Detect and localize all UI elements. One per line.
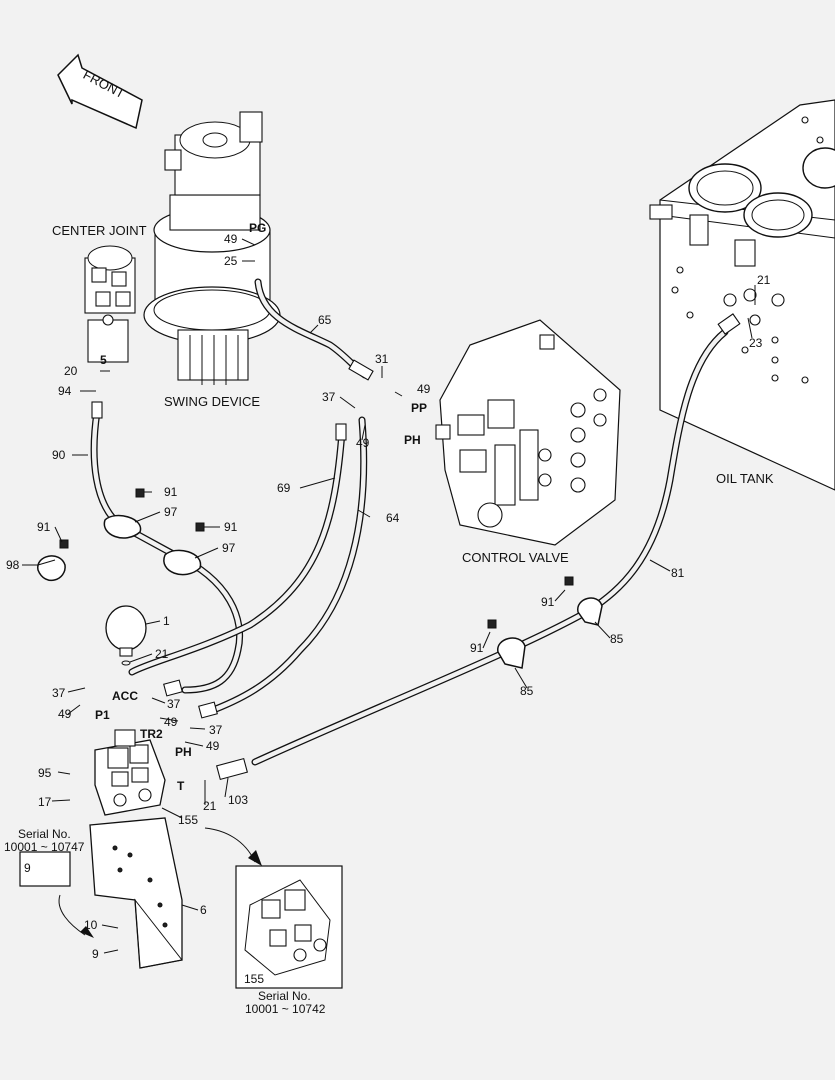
callout-69: 69: [277, 481, 291, 495]
port-label-t: T: [177, 779, 185, 793]
callout-49-ph: 49: [356, 436, 370, 450]
callout-91-e: 91: [470, 641, 484, 655]
callout-81: 81: [671, 566, 685, 580]
oil-tank: [649, 99, 835, 491]
hose-65-fitting: [348, 359, 374, 381]
callout-37-mid: 37: [167, 697, 181, 711]
callout-10: 10: [84, 918, 98, 932]
callout-6: 6: [200, 903, 207, 917]
clamp-85-lower: [497, 637, 526, 669]
port-label-pg: PG: [249, 221, 266, 235]
port-label-pp: PP: [411, 401, 427, 415]
port-label-tr2: TR2: [140, 727, 163, 741]
swing-device-label: SWING DEVICE: [164, 394, 260, 409]
callout-91-b: 91: [224, 520, 238, 534]
callout-37-right: 37: [209, 723, 223, 737]
detail-pointer-arrow-head: [248, 850, 262, 866]
solenoid-valve-block: [94, 729, 166, 816]
callout-95: 95: [38, 766, 52, 780]
hose-90-top-fitting: [91, 401, 103, 419]
callout-155: 155: [178, 813, 198, 827]
control-valve-label: CONTROL VALVE: [462, 550, 569, 565]
hose-69: [128, 428, 346, 676]
clamp-85-upper: [577, 597, 603, 626]
callout-37-cv: 37: [322, 390, 336, 404]
oil-tank-label: OIL TANK: [716, 471, 774, 486]
callout-49-tr2: 49: [164, 715, 178, 729]
front-arrow-icon: FRONT: [57, 53, 143, 130]
callout-25: 25: [224, 254, 238, 268]
callout-5: 5: [100, 353, 107, 367]
callout-21-tank: 21: [757, 273, 771, 287]
callout-85-upper: 85: [610, 632, 624, 646]
callout-65: 65: [318, 313, 332, 327]
hose-90: [90, 408, 244, 694]
callout-23: 23: [749, 336, 763, 350]
callout-64: 64: [386, 511, 400, 525]
center-joint-label: CENTER JOINT: [52, 223, 147, 238]
callout-21-t: 21: [203, 799, 217, 813]
clamp-97-upper: [103, 514, 142, 539]
callout-103: 103: [228, 793, 248, 807]
port-label-ph-low: PH: [175, 745, 192, 759]
serial-note-left-range: 10001 ~ 10747: [4, 840, 85, 854]
serial-pointer-arrow: [58, 894, 86, 936]
swing-device: [143, 111, 281, 385]
callout-97-upper: 97: [164, 505, 178, 519]
port-label-acc: ACC: [112, 689, 138, 703]
detail-pointer-arrow: [204, 827, 256, 863]
leader-lines: [22, 238, 756, 954]
accumulator: [105, 605, 147, 666]
callout-90: 90: [52, 448, 66, 462]
control-valve: [435, 319, 621, 546]
callout-9-serial: 9: [24, 861, 31, 875]
callout-85-lower: 85: [520, 684, 534, 698]
callout-155-inset: 155: [244, 972, 264, 986]
callout-97-lower: 97: [222, 541, 236, 555]
serial-note-left-title: Serial No.: [18, 827, 71, 841]
hose-65: [254, 278, 369, 379]
serial-note-box: [19, 851, 71, 887]
hose-90-end-fitting: [163, 679, 183, 697]
callout-49-pg: 49: [224, 232, 238, 246]
serial-note-bottom-range: 10001 ~ 10742: [245, 1002, 326, 1016]
hose-64-end-fitting: [198, 701, 218, 719]
callout-91-a: 91: [164, 485, 178, 499]
hose-81-fitting: [717, 313, 741, 335]
detail-inset: [235, 865, 343, 989]
mounting-bracket: [89, 817, 183, 969]
center-joint: [84, 245, 136, 363]
bolt-91-icons: [59, 488, 574, 629]
callout-94: 94: [58, 384, 72, 398]
clamp-98: [37, 555, 66, 582]
hose-81: [251, 328, 729, 766]
callout-49-pp: 49: [417, 382, 431, 396]
callout-49-ph-low: 49: [206, 739, 220, 753]
callout-9: 9: [92, 947, 99, 961]
callout-21-acc: 21: [155, 647, 169, 661]
callout-20: 20: [64, 364, 78, 378]
callout-17: 17: [38, 795, 52, 809]
callout-91-c: 91: [37, 520, 51, 534]
callout-37-left: 37: [52, 686, 66, 700]
hose-69-fitting: [335, 423, 347, 441]
hose-64: [204, 416, 368, 716]
port-label-ph-top: PH: [404, 433, 421, 447]
callout-98: 98: [6, 558, 20, 572]
callout-91-d: 91: [541, 595, 555, 609]
hose-81-end-fitting: [215, 757, 249, 781]
callout-31: 31: [375, 352, 389, 366]
callout-1: 1: [163, 614, 170, 628]
clamp-97-lower: [163, 549, 202, 576]
serial-pointer-arrow-head: [80, 926, 94, 938]
callout-49-p1: 49: [58, 707, 72, 721]
port-label-p1: P1: [95, 708, 110, 722]
serial-note-bottom-title: Serial No.: [258, 989, 311, 1003]
